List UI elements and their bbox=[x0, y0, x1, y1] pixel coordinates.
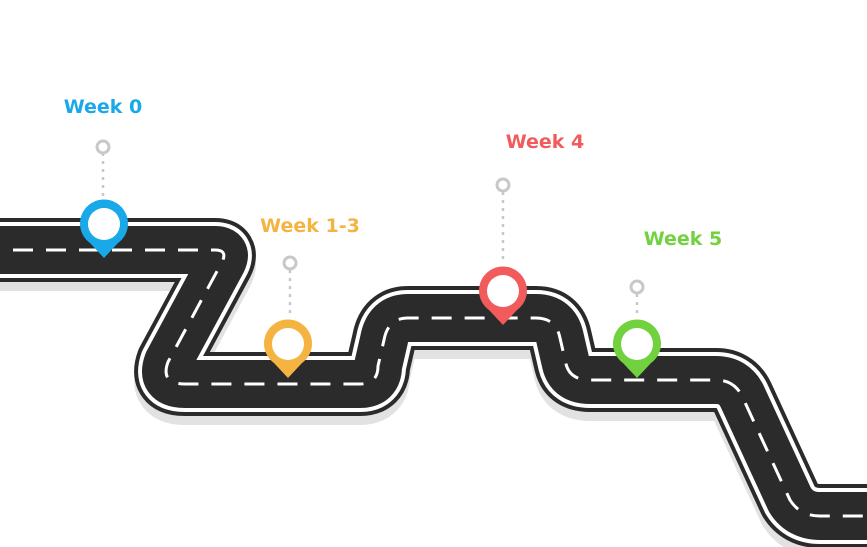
map-pin-icon bbox=[264, 319, 312, 378]
milestone-week-0: Week 0 bbox=[64, 96, 143, 258]
milestone-week-4: Week 4 bbox=[479, 131, 584, 325]
milestone-label: Week 5 bbox=[644, 228, 723, 250]
map-pin-icon bbox=[613, 319, 661, 378]
stem-ring-icon bbox=[629, 279, 645, 295]
milestone-label: Week 4 bbox=[506, 131, 585, 153]
stem-ring-icon bbox=[495, 177, 511, 193]
milestone-week-5: Week 5 bbox=[613, 228, 722, 378]
road-center-dashes bbox=[0, 248, 867, 518]
stem-ring-icon bbox=[282, 255, 298, 271]
milestone-label: Week 1-3 bbox=[260, 215, 360, 237]
map-pin-icon bbox=[80, 199, 128, 258]
stem-ring-icon bbox=[95, 139, 111, 155]
milestone-label: Week 0 bbox=[64, 96, 143, 118]
map-pin-icon bbox=[479, 266, 527, 325]
milestone-week-1-3: Week 1-3 bbox=[260, 215, 360, 378]
road bbox=[0, 218, 867, 547]
